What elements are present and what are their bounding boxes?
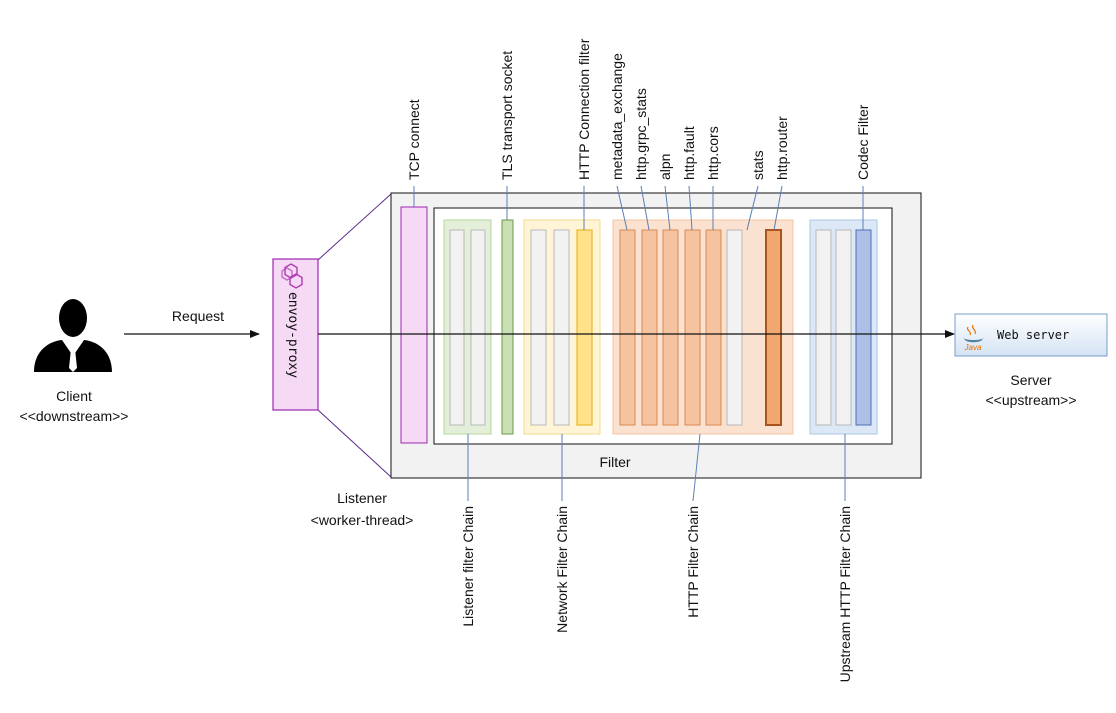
- router-label: http.router: [774, 116, 790, 180]
- listener-name: Listener: [337, 490, 387, 506]
- client-name: Client: [56, 388, 92, 404]
- stats-filter: [726, 229, 743, 426]
- envoy-proxy-box[interactable]: [272, 258, 319, 411]
- zoom-line-bottom: [317, 409, 392, 478]
- stats-label: stats: [750, 150, 766, 180]
- upstream-filter: [815, 229, 832, 426]
- upstream-chain-label: Upstream HTTP Filter Chain: [837, 506, 853, 682]
- network-filter: [530, 229, 547, 426]
- tls-transport-socket-block: [501, 219, 514, 435]
- grpc-stats-label: http.grpc_stats: [633, 88, 649, 180]
- http-connection-filter: [576, 229, 593, 426]
- grpc-stats-filter: [641, 229, 658, 426]
- filter-label: Filter: [599, 454, 630, 470]
- fault-filter: [684, 229, 701, 426]
- cors-filter: [705, 229, 722, 426]
- request-label: Request: [172, 308, 224, 324]
- envoy-proxy-label: envoy-proxy: [285, 292, 300, 378]
- http-chain-label: HTTP Filter Chain: [685, 506, 701, 618]
- router-filter: [765, 229, 782, 426]
- listener-chain-label: Listener filter Chain: [460, 506, 476, 627]
- server-name: Server: [1010, 372, 1052, 388]
- upstream-filter: [835, 229, 852, 426]
- tcp-connect-label: TCP connect: [406, 99, 422, 180]
- alpn-label: alpn: [657, 154, 673, 180]
- java-icon: Java: [963, 324, 984, 352]
- listener-thread: <worker-thread>: [311, 512, 414, 528]
- network-filter: [553, 229, 570, 426]
- web-server-label: Web server: [997, 328, 1069, 342]
- java-label: Java: [964, 343, 982, 352]
- chain-labels: Listener filter Chain Network Filter Cha…: [460, 433, 853, 682]
- codec-label: Codec Filter: [855, 104, 871, 180]
- listener-filter: [470, 229, 486, 426]
- alpn-filter: [662, 229, 679, 426]
- zoom-line-top: [317, 193, 392, 261]
- top-labels: TCP connect TLS transport socket HTTP Co…: [406, 38, 871, 231]
- tcp-connect-block: [400, 206, 428, 444]
- tls-label: TLS transport socket: [499, 51, 515, 180]
- client-icon: [34, 299, 112, 372]
- envoy-logo-icon: [281, 263, 303, 289]
- server-role: <<upstream>>: [985, 392, 1076, 408]
- fault-label: http.fault: [681, 126, 697, 180]
- metadata-exchange-label: metadata_exchange: [609, 53, 625, 180]
- network-chain-label: Network Filter Chain: [554, 506, 570, 633]
- metadata-exchange-filter: [619, 229, 636, 426]
- web-server-box[interactable]: [954, 313, 1108, 357]
- client-role: <<downstream>>: [20, 408, 129, 424]
- codec-filter: [855, 229, 872, 426]
- cors-label: http.cors: [705, 126, 721, 180]
- http-conn-label: HTTP Connection filter: [576, 38, 592, 180]
- listener-filter: [449, 229, 465, 426]
